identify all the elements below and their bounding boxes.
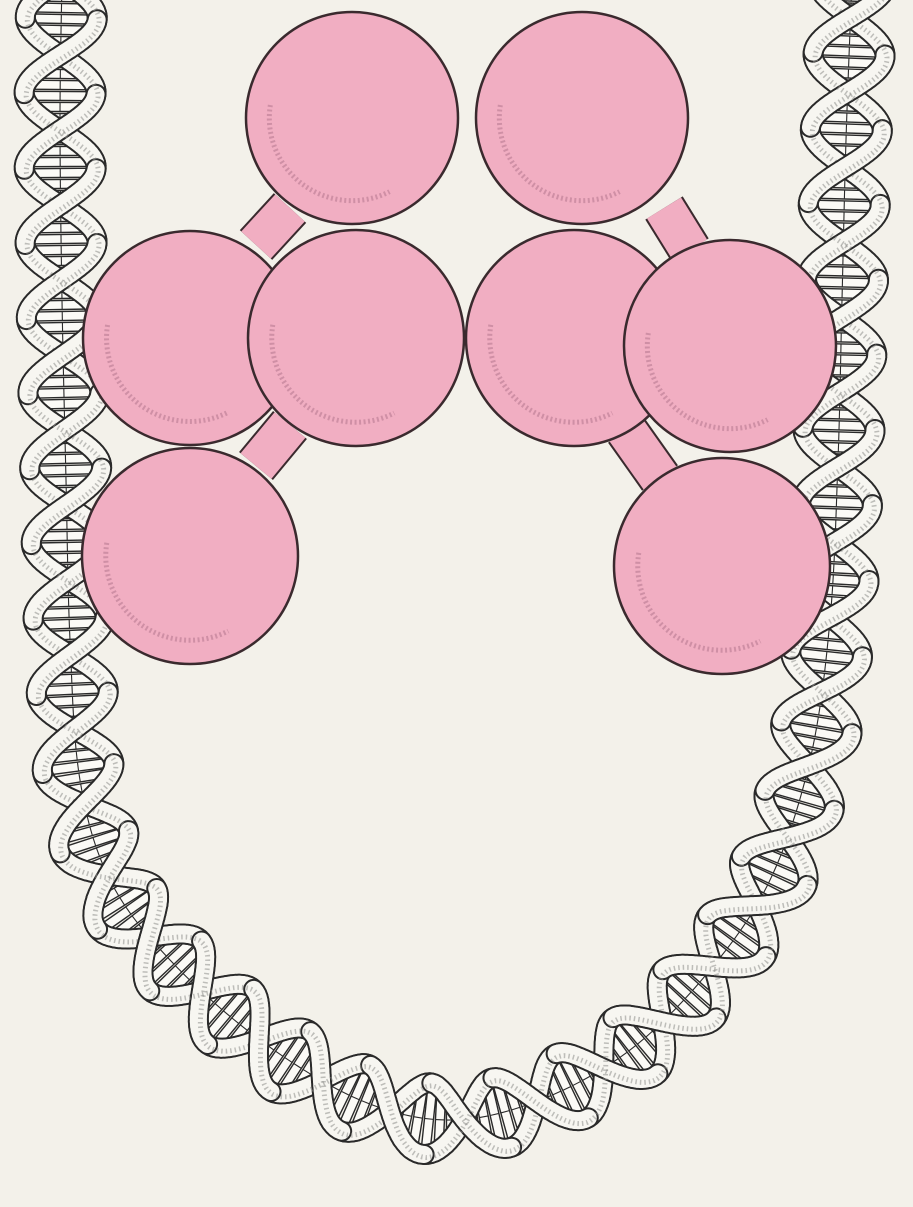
base-pair-divider (833, 575, 834, 584)
protein-subunit-top-left-body (246, 12, 458, 224)
protein-subunit-mid-left-inner-body (248, 230, 464, 446)
protein-subunit-low-right (614, 458, 830, 674)
protein-subunit-low-right-body (614, 458, 830, 674)
protein-subunit-mid-right-outer-body (624, 240, 836, 452)
linker-top-right (664, 208, 690, 250)
protein-subunit-top-left (246, 12, 458, 224)
linker-low-right (626, 430, 660, 478)
protein-subunit-low-left-body (82, 448, 298, 664)
base-pair-divider (73, 707, 74, 716)
protein-subunit-top-right (476, 12, 688, 224)
linker-low-left (256, 425, 290, 466)
protein-subunit-mid-right-outer (624, 240, 836, 452)
protein-subunit-top-right-body (476, 12, 688, 224)
base-pair-divider (832, 586, 833, 595)
linker-top-left (256, 208, 290, 245)
protein-subunit-low-left (82, 448, 298, 664)
protein-subunit-mid-left-inner (248, 230, 464, 446)
